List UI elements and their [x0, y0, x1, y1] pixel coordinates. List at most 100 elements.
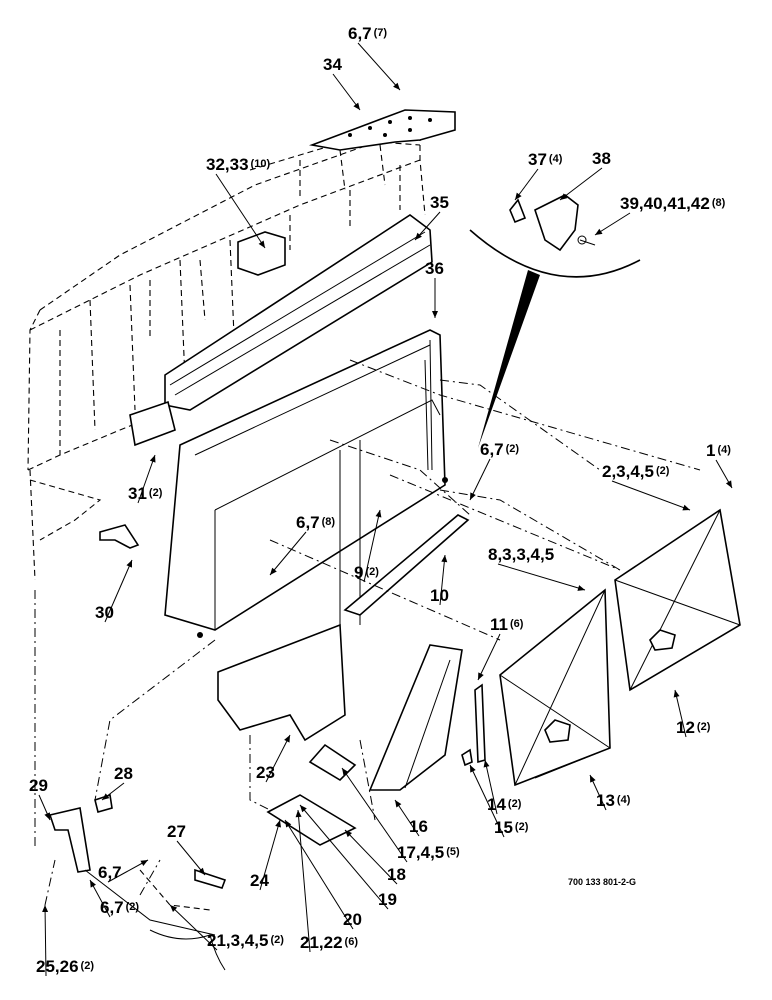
part-24-plate [266, 794, 357, 846]
arrowhead [295, 810, 302, 818]
callout-quantity: (6) [510, 618, 524, 630]
callout-number: 39,40,41,42 [620, 194, 710, 213]
callout-quantity: (2) [126, 901, 140, 913]
callout-number: 35 [430, 193, 449, 212]
callout-number: 9 [354, 563, 363, 582]
arrowhead [395, 800, 402, 808]
callout-number: 30 [95, 603, 114, 622]
leader-line [89, 879, 111, 918]
callout-5: 6,7 [98, 863, 122, 882]
callout-36: 39,40,41,42(8) [620, 194, 726, 213]
callout-number: 31 [128, 484, 147, 503]
callout-10: 11(6) [490, 615, 524, 634]
callout-23: 24 [250, 871, 269, 890]
arrowhead [353, 102, 360, 110]
callout-number: 18 [387, 865, 406, 884]
callout-35: 38 [592, 149, 611, 168]
callout-number: 11 [490, 615, 508, 634]
callout-quantity: (4) [617, 794, 631, 806]
part-13-square-panel [499, 588, 611, 787]
leader-line [107, 859, 149, 883]
callout-number: 24 [250, 871, 269, 890]
leader-line [394, 799, 420, 837]
arrowhead [258, 240, 265, 248]
callout-8: 9(2) [354, 563, 379, 582]
callout-number: 19 [378, 890, 397, 909]
leader-line [137, 454, 156, 504]
arrowhead [140, 860, 148, 867]
arrowhead [270, 567, 277, 575]
arrowhead [102, 793, 110, 800]
callout-27: 29 [29, 776, 48, 795]
leader-line [344, 829, 398, 885]
arrowhead [415, 232, 422, 240]
callout-quantity: (8) [712, 197, 726, 209]
leader-line [269, 531, 307, 576]
leader-line [469, 458, 491, 501]
arrowhead [432, 311, 438, 318]
callout-3: 6,7(2) [480, 440, 519, 459]
callout-quantity: (4) [549, 153, 563, 165]
callout-12: 13(4) [596, 791, 631, 810]
callout-number: 6,7 [98, 863, 122, 882]
part-14-bracket [461, 683, 486, 767]
leader-line [469, 764, 505, 838]
leader-line [104, 559, 133, 623]
leader-line [341, 767, 408, 863]
callout-number: 6,7 [348, 24, 372, 43]
arrowhead [577, 585, 585, 591]
callout-number: 34 [323, 55, 342, 74]
arrowhead [560, 193, 568, 200]
leader-line [44, 904, 47, 977]
leader-line [169, 904, 218, 951]
linkage-assembly [48, 793, 227, 971]
callout-number: 20 [343, 910, 362, 929]
leader-line [477, 633, 501, 681]
callout-number: 2,3,4,5 [602, 462, 654, 481]
arrowhead [515, 192, 522, 200]
callout-2: 6,7(7) [348, 24, 387, 43]
callout-14: 15(2) [494, 818, 529, 837]
main-housing-panel [164, 329, 448, 638]
leader-line [332, 73, 361, 111]
callout-19: 20 [343, 910, 362, 929]
callout-number: 37 [528, 150, 547, 169]
callout-number: 38 [592, 149, 611, 168]
arrowhead [300, 805, 307, 813]
arrowhead [478, 672, 484, 680]
part-10-strip [343, 514, 470, 616]
callout-number: 29 [29, 776, 48, 795]
callout-quantity: (10) [251, 158, 271, 170]
part-16-chute [368, 644, 463, 791]
arrowhead [285, 820, 292, 828]
leader-line [439, 554, 446, 606]
part-31-bracket [129, 400, 176, 447]
callout-13: 14(2) [487, 795, 522, 814]
arrowhead [590, 775, 596, 783]
part-34-plate [308, 109, 456, 151]
arrowhead [198, 867, 205, 875]
callout-quantity: (6) [345, 936, 359, 948]
arrowhead [725, 480, 732, 488]
callout-number: 6,7 [100, 898, 124, 917]
callout-number: 6,7 [296, 513, 320, 532]
part-23-lower-panel [217, 623, 346, 742]
callout-quantity: (2) [270, 934, 284, 946]
callout-0: 1(4) [706, 441, 731, 460]
leader-lines [38, 42, 733, 977]
leader-line [559, 167, 603, 201]
callout-number: 13 [596, 791, 615, 810]
callout-28: 30 [95, 603, 114, 622]
leader-line [265, 734, 291, 783]
leader-line [363, 509, 381, 583]
arrowhead [275, 820, 281, 828]
callout-17: 18 [387, 865, 406, 884]
callout-number: 10 [430, 586, 449, 605]
callout-29: 31(2) [128, 484, 163, 503]
arrowhead [42, 905, 49, 913]
callout-quantity: (2) [656, 465, 670, 477]
callout-24: 25,26(2) [36, 957, 94, 976]
part-17-bracket [308, 743, 357, 782]
arrowhead [441, 555, 448, 563]
callout-quantity: (5) [446, 846, 460, 858]
